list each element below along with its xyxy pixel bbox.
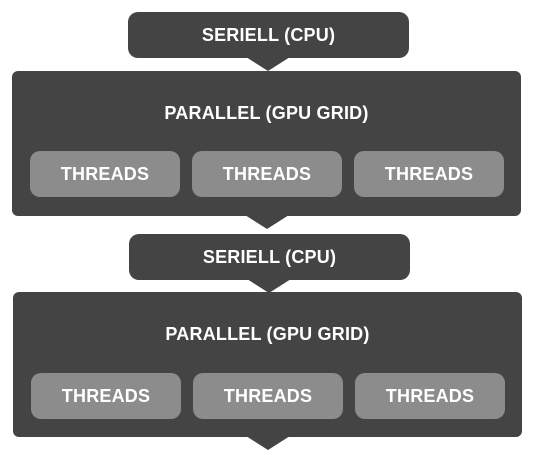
thread-box-2-1: THREADS bbox=[31, 373, 181, 419]
parallel-gpu-grid-box-2: PARALLEL (GPU GRID) THREADS THREADS THRE… bbox=[13, 292, 522, 437]
serial-cpu-label-1: SERIELL (CPU) bbox=[201, 24, 336, 45]
parallel-gpu-grid-label-2: PARALLEL (GPU GRID) bbox=[165, 324, 370, 344]
flow-arrow-1 bbox=[246, 57, 290, 71]
thread-box-1-1: THREADS bbox=[30, 151, 180, 197]
thread-label: THREADS bbox=[61, 385, 151, 406]
thread-box-1-3: THREADS bbox=[354, 151, 504, 197]
parallel-gpu-grid-box-1: PARALLEL (GPU GRID) THREADS THREADS THRE… bbox=[12, 71, 521, 216]
thread-box-2-2: THREADS bbox=[193, 373, 343, 419]
thread-label: THREADS bbox=[60, 163, 150, 184]
thread-box-2-3: THREADS bbox=[355, 373, 505, 419]
serial-cpu-box-2: SERIELL (CPU) bbox=[129, 234, 410, 280]
flow-arrow-4 bbox=[246, 436, 290, 450]
serial-cpu-box-1: SERIELL (CPU) bbox=[128, 12, 409, 58]
thread-label: THREADS bbox=[223, 385, 313, 406]
thread-label: THREADS bbox=[384, 163, 474, 184]
parallel-gpu-grid-label-1: PARALLEL (GPU GRID) bbox=[164, 103, 369, 123]
flow-arrow-3 bbox=[247, 279, 291, 293]
thread-label: THREADS bbox=[222, 163, 312, 184]
thread-box-1-2: THREADS bbox=[192, 151, 342, 197]
flow-arrow-2 bbox=[245, 215, 289, 229]
thread-label: THREADS bbox=[385, 385, 475, 406]
serial-cpu-label-2: SERIELL (CPU) bbox=[202, 246, 337, 267]
